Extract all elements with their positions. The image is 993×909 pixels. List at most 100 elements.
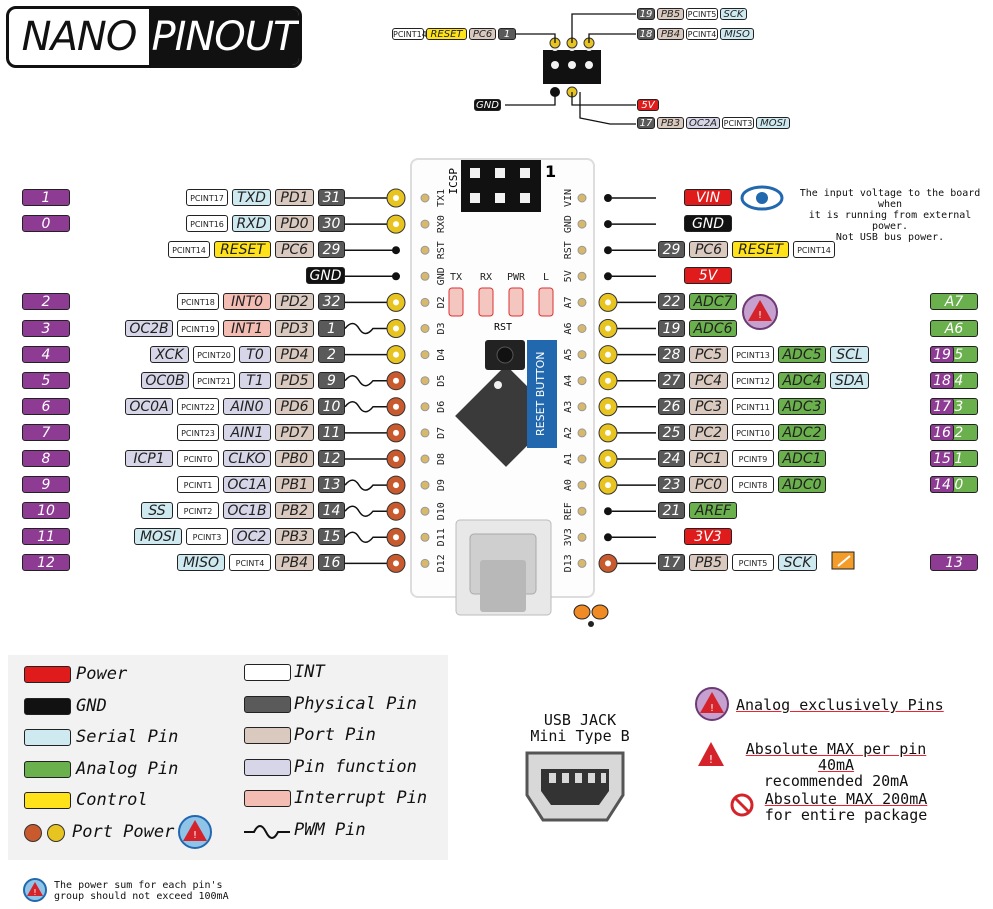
right-pin-label: ADC1 — [778, 450, 826, 467]
left-pin-label: PCINT17 — [186, 189, 228, 206]
left-pin-label: PCINT2 — [177, 502, 219, 520]
left-pin-label: OC2B — [125, 319, 173, 337]
pin-dot-center — [393, 195, 399, 201]
icsp-reset-label: 1 — [498, 28, 516, 40]
board-pad — [577, 428, 587, 438]
arduino-pin-number: 18 — [930, 371, 954, 389]
board-pin-label: A2 — [563, 427, 574, 439]
icsp-reset-label: RESET — [426, 28, 467, 40]
arduino-pin-number: 1 — [22, 189, 70, 206]
pin-dot-center — [605, 560, 611, 567]
board-pin-label: A4 — [563, 375, 574, 387]
pin-dot-center — [605, 482, 611, 489]
reset-button-label: RESET BUTTON — [534, 351, 547, 437]
pin-dot-center — [393, 482, 399, 489]
icsp-line — [579, 92, 636, 125]
icsp-reset-label: PCINT14 — [392, 28, 427, 40]
board-pin-label: D11 — [436, 528, 447, 546]
icsp-sck-label: SCK — [720, 8, 747, 20]
icsp-miso-label: PB4 — [657, 28, 684, 40]
board-led-label: L — [543, 272, 549, 283]
icsp-mosi-label: PCINT3 — [722, 117, 754, 129]
board-pad — [420, 480, 430, 490]
analog-pin-name: A6 — [930, 319, 978, 337]
footer-warning-1: The power sum for each pin's — [54, 880, 223, 891]
left-pin-label: 10 — [318, 397, 345, 415]
pin-dot-center — [393, 403, 399, 410]
arduino-pin-number: 6 — [22, 397, 70, 415]
icsp-pin — [585, 61, 593, 69]
legend-label: Physical Pin — [294, 693, 417, 714]
icsp-pin — [568, 61, 576, 69]
pin-dot — [604, 272, 612, 281]
pin-dot-center — [393, 299, 399, 306]
board-pin-label: A5 — [563, 349, 574, 361]
arduino-pin-number: 12 — [22, 554, 70, 572]
pwm-line — [344, 374, 393, 387]
left-pin-label: AIN1 — [223, 423, 271, 441]
left-pin-label: SS — [141, 502, 173, 520]
legend-swatch — [244, 727, 291, 744]
board-pad — [420, 532, 430, 542]
right-pin-label: PC6 — [689, 241, 728, 259]
right-pin-label: PCINT8 — [732, 476, 774, 494]
icsp-board-pin — [520, 168, 530, 178]
legend-swatch — [24, 666, 71, 683]
right-pin-label: PCINT12 — [732, 371, 774, 389]
left-pin-label: XCK — [150, 345, 189, 363]
left-pin-label: CLKO — [223, 450, 271, 467]
icsp-board-pin — [520, 193, 530, 203]
board-pad — [420, 350, 430, 360]
icsp-sck-label: PB5 — [657, 8, 684, 20]
vin-note-line-3: Not USB bus power. — [835, 232, 945, 243]
board-rst-label: RST — [494, 322, 513, 333]
legend-label: INT — [294, 662, 325, 682]
right-pin-label: ADC7 — [689, 293, 737, 311]
left-pin-label: INT0 — [223, 293, 271, 311]
logo-pinout-text: PINOUT — [149, 9, 299, 65]
arduino-pin-number: 7 — [22, 423, 70, 441]
board-pin-label: A6 — [563, 322, 574, 334]
board-pin-label: D13 — [563, 554, 574, 572]
usb-jack-icon — [525, 751, 625, 822]
pwm-line — [344, 531, 393, 544]
board-led-label: RX — [480, 272, 492, 283]
left-pin-label: AIN0 — [223, 397, 271, 415]
legend-pwm-icon — [244, 824, 290, 839]
board-icsp-label: ICSP — [447, 168, 460, 195]
left-pin-label: MOSI — [134, 528, 182, 546]
icsp-sck-label: PCINT5 — [686, 8, 718, 20]
legend-swatch — [244, 664, 291, 681]
arduino-pin-number: 10 — [22, 502, 70, 520]
legend-port-power-dot-yellow — [47, 823, 65, 842]
pin-dot-center — [393, 221, 399, 228]
pin-dot-center — [605, 351, 611, 358]
board-pin-label: D9 — [436, 479, 447, 491]
icsp-board-pin — [495, 168, 505, 178]
legend-swatch — [24, 792, 71, 809]
left-pin-label: OC2 — [232, 528, 271, 546]
board-pad — [577, 324, 587, 333]
right-pin-label: 29 — [658, 241, 685, 259]
pin-dot — [604, 533, 612, 542]
pin-dot-center — [393, 377, 399, 384]
reset-button-knob — [496, 346, 514, 364]
mascot-logo — [573, 604, 609, 627]
pin-dot-center — [393, 534, 399, 541]
left-pin-label: PC6 — [275, 241, 314, 259]
board-led — [508, 287, 524, 317]
left-pin-label: PD6 — [275, 397, 314, 415]
nano-pinout-logo: NANO PINOUT — [6, 6, 302, 68]
board-pad — [577, 376, 587, 386]
pin-dot — [604, 507, 612, 516]
left-pin-label: OC1B — [223, 502, 271, 520]
icsp-line — [505, 92, 556, 106]
right-pin-label: 22 — [658, 293, 685, 311]
right-pin-label: PCINT5 — [732, 554, 774, 572]
pin-dot-center — [605, 456, 611, 462]
right-pin-label: SCL — [830, 345, 869, 363]
left-pin-label: OC0A — [125, 397, 173, 415]
board-pad — [420, 402, 430, 412]
left-pin-label: RESET — [214, 241, 271, 259]
